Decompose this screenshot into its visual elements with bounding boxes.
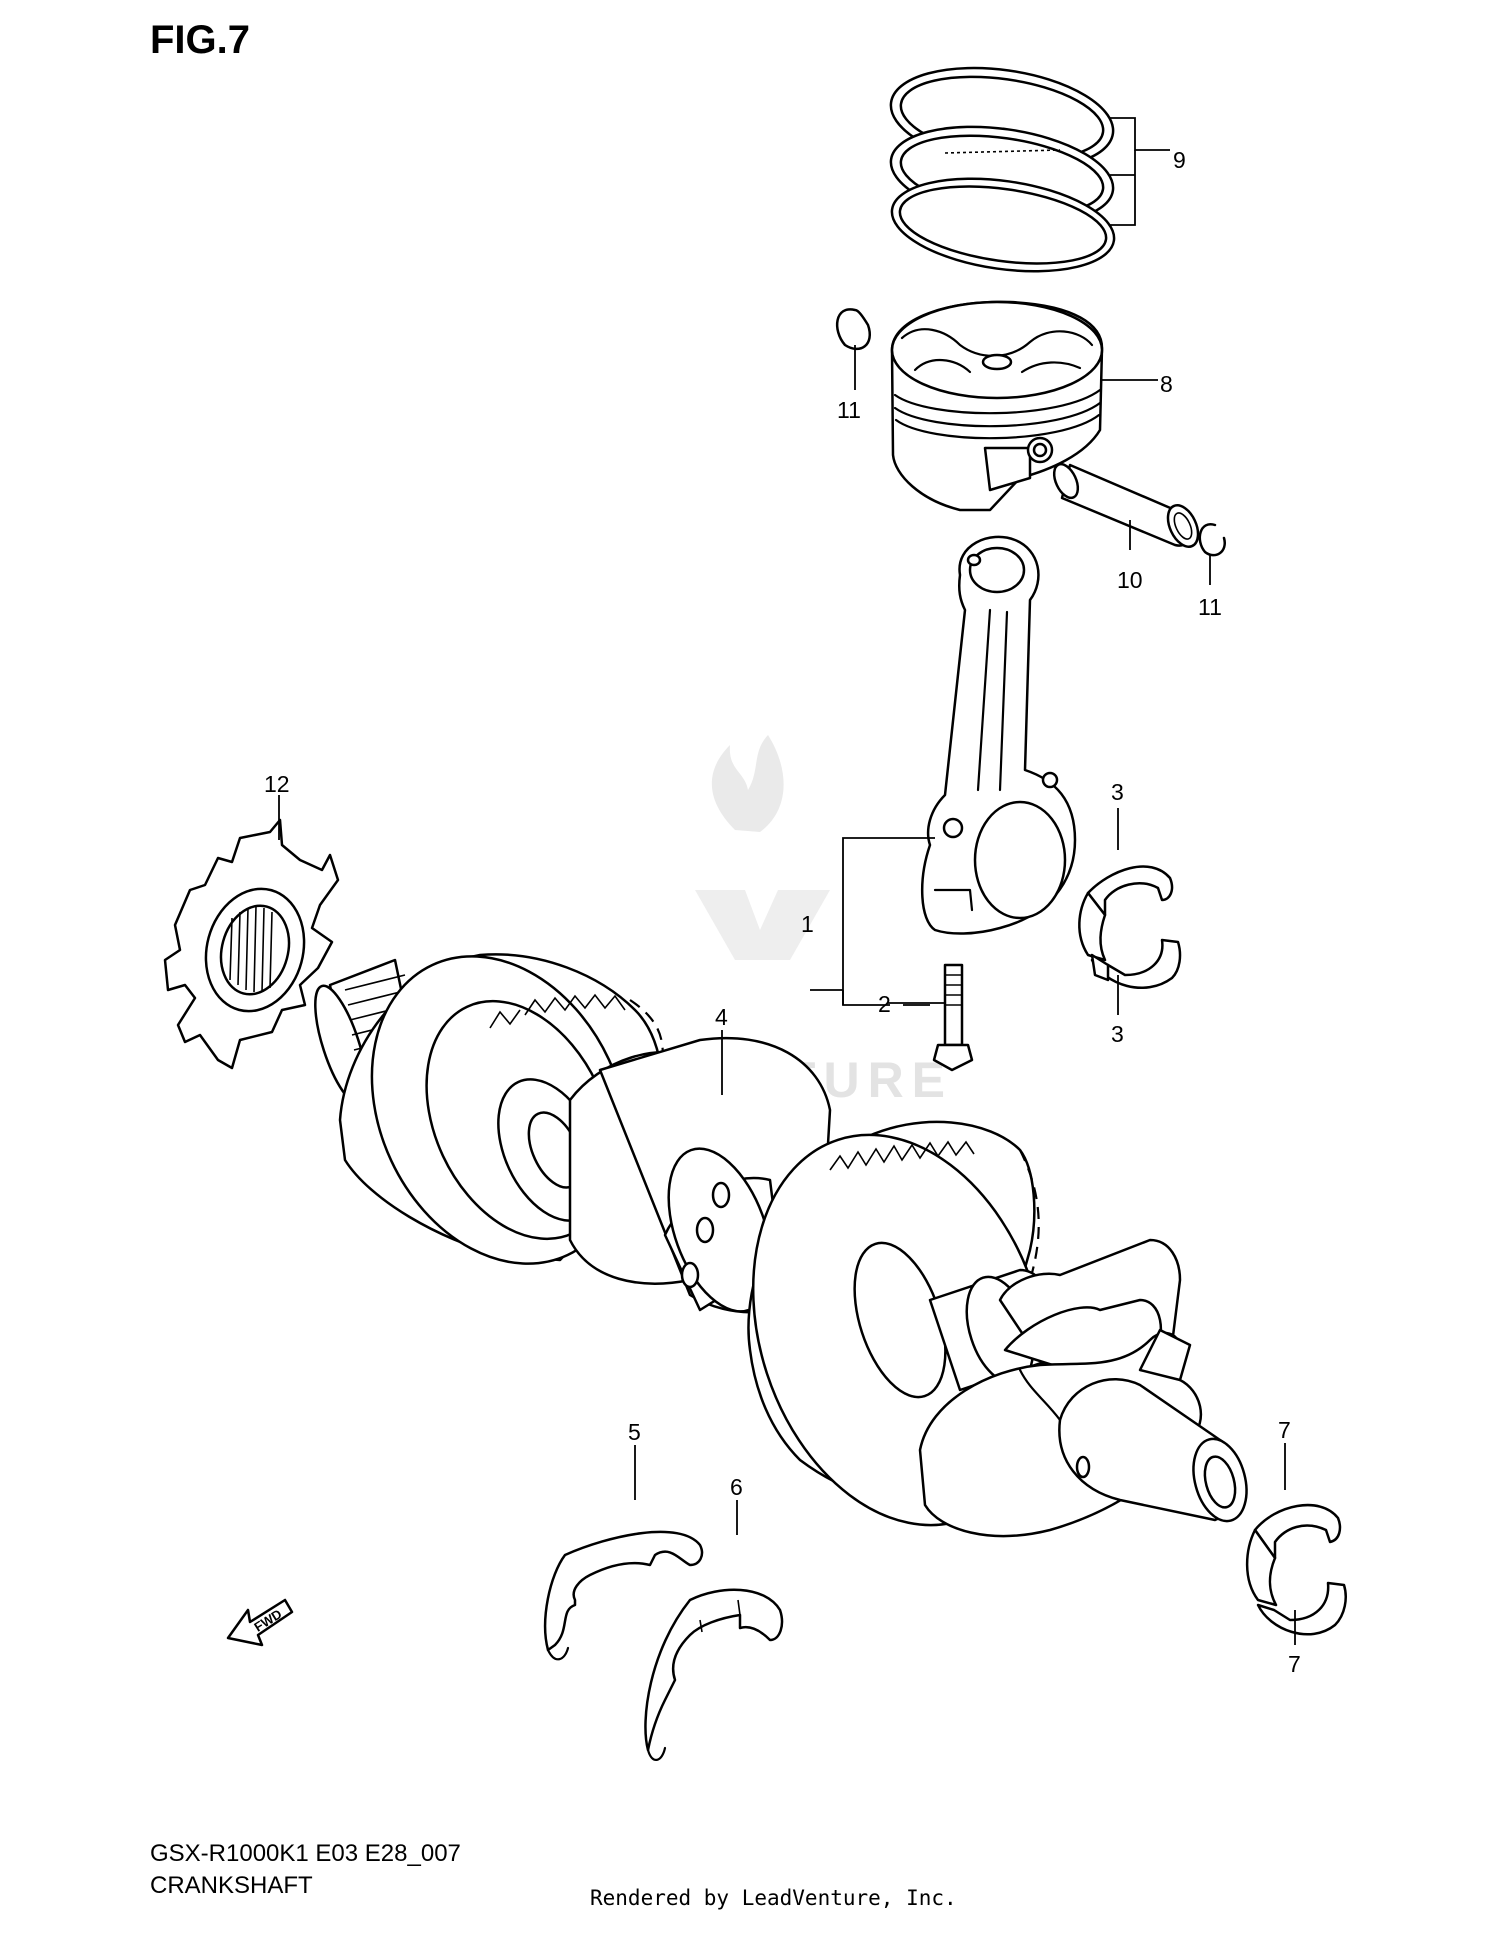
- callout-12[interactable]: 12: [264, 771, 290, 797]
- callout-3-upper[interactable]: 3: [1111, 779, 1124, 805]
- rendered-by-credit: Rendered by LeadVenture, Inc.: [590, 1886, 957, 1910]
- cam-drive-sprocket-part-12[interactable]: [163, 818, 340, 1070]
- callout-7-upper[interactable]: 7: [1278, 1417, 1291, 1443]
- piston-ring-set-part-9[interactable]: [884, 55, 1120, 284]
- model-code-label: GSX-R1000K1 E03 E28_007: [150, 1840, 461, 1867]
- piston-pin-circlip-part-11-upper[interactable]: [835, 308, 871, 351]
- crankshaft-journal-bearing-part-7-upper[interactable]: [1245, 1503, 1342, 1607]
- callout-1[interactable]: 1: [801, 911, 814, 937]
- crankshaft-part-4[interactable]: [305, 914, 1255, 1563]
- callout-leaders: [278, 117, 1296, 1645]
- conrod-bolt-part-2[interactable]: [932, 963, 974, 1072]
- piston-pin-circlip-part-11-lower[interactable]: [1198, 522, 1226, 557]
- callout-3-lower[interactable]: 3: [1111, 1021, 1124, 1047]
- section-name-label: CRANKSHAFT: [150, 1872, 313, 1899]
- connecting-rod-part-1[interactable]: [921, 535, 1077, 935]
- piston-part-8[interactable]: [890, 300, 1104, 512]
- piston-pin-part-10[interactable]: [1049, 460, 1204, 551]
- callout-6[interactable]: 6: [730, 1474, 743, 1500]
- callout-11-upper[interactable]: 11: [837, 397, 861, 423]
- callout-2[interactable]: 2: [878, 991, 891, 1017]
- callout-8[interactable]: 8: [1160, 371, 1173, 397]
- callout-7-lower[interactable]: 7: [1288, 1651, 1301, 1677]
- thrust-bearing-part-5[interactable]: [543, 1530, 704, 1661]
- conrod-bearing-part-3-lower[interactable]: [1090, 938, 1182, 989]
- thrust-bearing-part-6[interactable]: [644, 1588, 784, 1761]
- callout-4[interactable]: 4: [715, 1004, 728, 1030]
- callout-11-lower[interactable]: 11: [1198, 594, 1222, 620]
- callout-9[interactable]: 9: [1173, 147, 1186, 173]
- crankshaft-journal-bearing-part-7-lower[interactable]: [1256, 1581, 1347, 1636]
- callout-5[interactable]: 5: [628, 1419, 641, 1445]
- forward-direction-arrow: FWD: [226, 1598, 294, 1647]
- conrod-bearing-part-3-upper[interactable]: [1078, 865, 1174, 962]
- callout-10[interactable]: 10: [1117, 567, 1143, 593]
- figure-title: FIG.7: [150, 18, 250, 62]
- callout-numbers: 9 8 11 10 11 12 3 1 4 2 3 5 6 7 7: [264, 147, 1301, 1677]
